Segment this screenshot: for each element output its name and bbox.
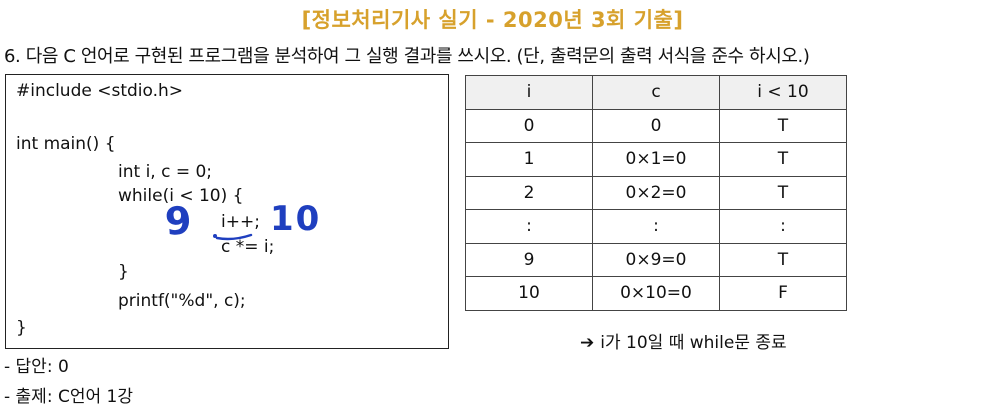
answer-line: - 답안: 0 bbox=[4, 357, 69, 377]
question-text: 6. 다음 C 언어로 구현된 프로그램을 분석하여 그 실행 결과를 쓰시오.… bbox=[4, 46, 810, 67]
code-line-main: int main() { bbox=[16, 134, 116, 154]
table-cell: 0×9=0 bbox=[592, 242, 720, 277]
table-cell: : bbox=[592, 209, 720, 244]
column-header-i: i bbox=[465, 75, 593, 110]
table-cell: 1 bbox=[465, 142, 593, 177]
table-cell: T bbox=[719, 142, 847, 177]
table-cell: T bbox=[719, 242, 847, 277]
table-cell: T bbox=[719, 175, 847, 210]
table-header-row: i c i < 10 bbox=[465, 75, 847, 110]
code-line-increment: i++; bbox=[221, 212, 260, 232]
source-line: - 출제: C언어 1강 bbox=[4, 387, 133, 407]
table-row: : : : bbox=[465, 209, 847, 244]
code-line-multiply: c *= i; bbox=[221, 237, 275, 257]
table-cell: 10 bbox=[465, 276, 593, 311]
table-cell: 0×1=0 bbox=[592, 142, 720, 177]
table-row: 1 0×1=0 T bbox=[465, 142, 847, 177]
table-cell: 0×2=0 bbox=[592, 175, 720, 210]
code-line-decl: int i, c = 0; bbox=[118, 162, 213, 182]
table-row: 9 0×9=0 T bbox=[465, 242, 847, 277]
column-header-c: c bbox=[592, 75, 720, 110]
table-row: 10 0×10=0 F bbox=[465, 276, 847, 311]
table-row: 2 0×2=0 T bbox=[465, 175, 847, 210]
loop-end-note: ➔i가 10일 때 while문 종료 bbox=[580, 328, 787, 353]
handwritten-annotation-right: 10 bbox=[270, 199, 322, 239]
code-line-while: while(i < 10) { bbox=[118, 186, 244, 206]
code-box: #include <stdio.h> int main() { int i, c… bbox=[5, 74, 449, 349]
table-cell: : bbox=[465, 209, 593, 244]
column-header-condition: i < 10 bbox=[719, 75, 847, 110]
table-cell: F bbox=[719, 276, 847, 311]
table-cell: : bbox=[719, 209, 847, 244]
table-cell: 0 bbox=[592, 108, 720, 143]
loop-end-note-text: i가 10일 때 while문 종료 bbox=[600, 333, 787, 353]
table-cell: 0 bbox=[465, 108, 593, 143]
table-cell: T bbox=[719, 108, 847, 143]
code-line-while-close: } bbox=[118, 262, 129, 282]
table-cell: 2 bbox=[465, 175, 593, 210]
code-line-include: #include <stdio.h> bbox=[16, 81, 184, 101]
code-line-main-close: } bbox=[16, 318, 27, 338]
trace-table: i c i < 10 0 0 T 1 0×1=0 T 2 0×2=0 T : bbox=[465, 75, 847, 311]
table-row: 0 0 T bbox=[465, 108, 847, 143]
handwritten-annotation-left: 9 bbox=[163, 198, 193, 244]
table-cell: 9 bbox=[465, 242, 593, 277]
page-title: [정보처리기사 실기 - 2020년 3회 기출] bbox=[301, 8, 684, 32]
table-cell: 0×10=0 bbox=[592, 276, 720, 311]
handwritten-underline bbox=[213, 233, 253, 241]
code-line-printf: printf("%d", c); bbox=[118, 291, 246, 311]
arrow-right-icon: ➔ bbox=[580, 333, 595, 353]
